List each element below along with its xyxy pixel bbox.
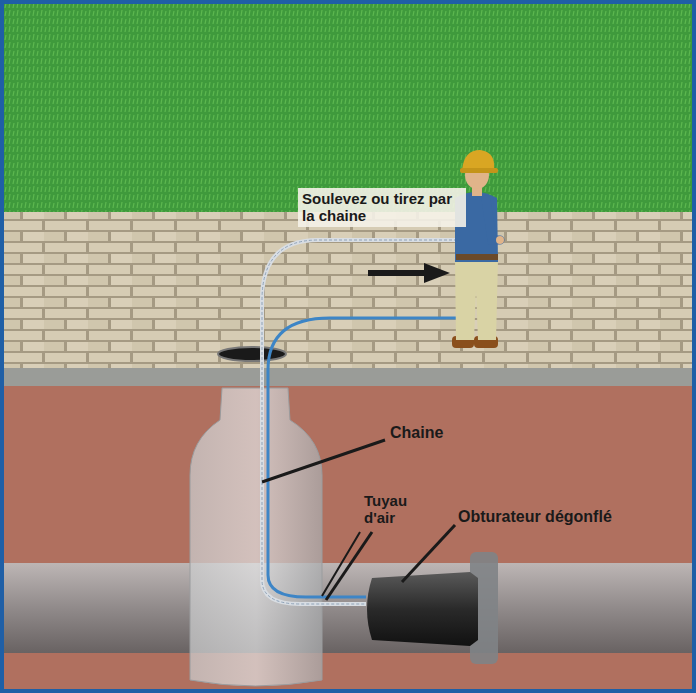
part-label: Obturateur dégonflé <box>458 508 658 526</box>
part-label: Chaine <box>390 424 480 442</box>
part-label: Tuyau d'air <box>364 492 426 527</box>
instruction-label: Soulevez ou tirez par la chaine <box>298 188 466 227</box>
